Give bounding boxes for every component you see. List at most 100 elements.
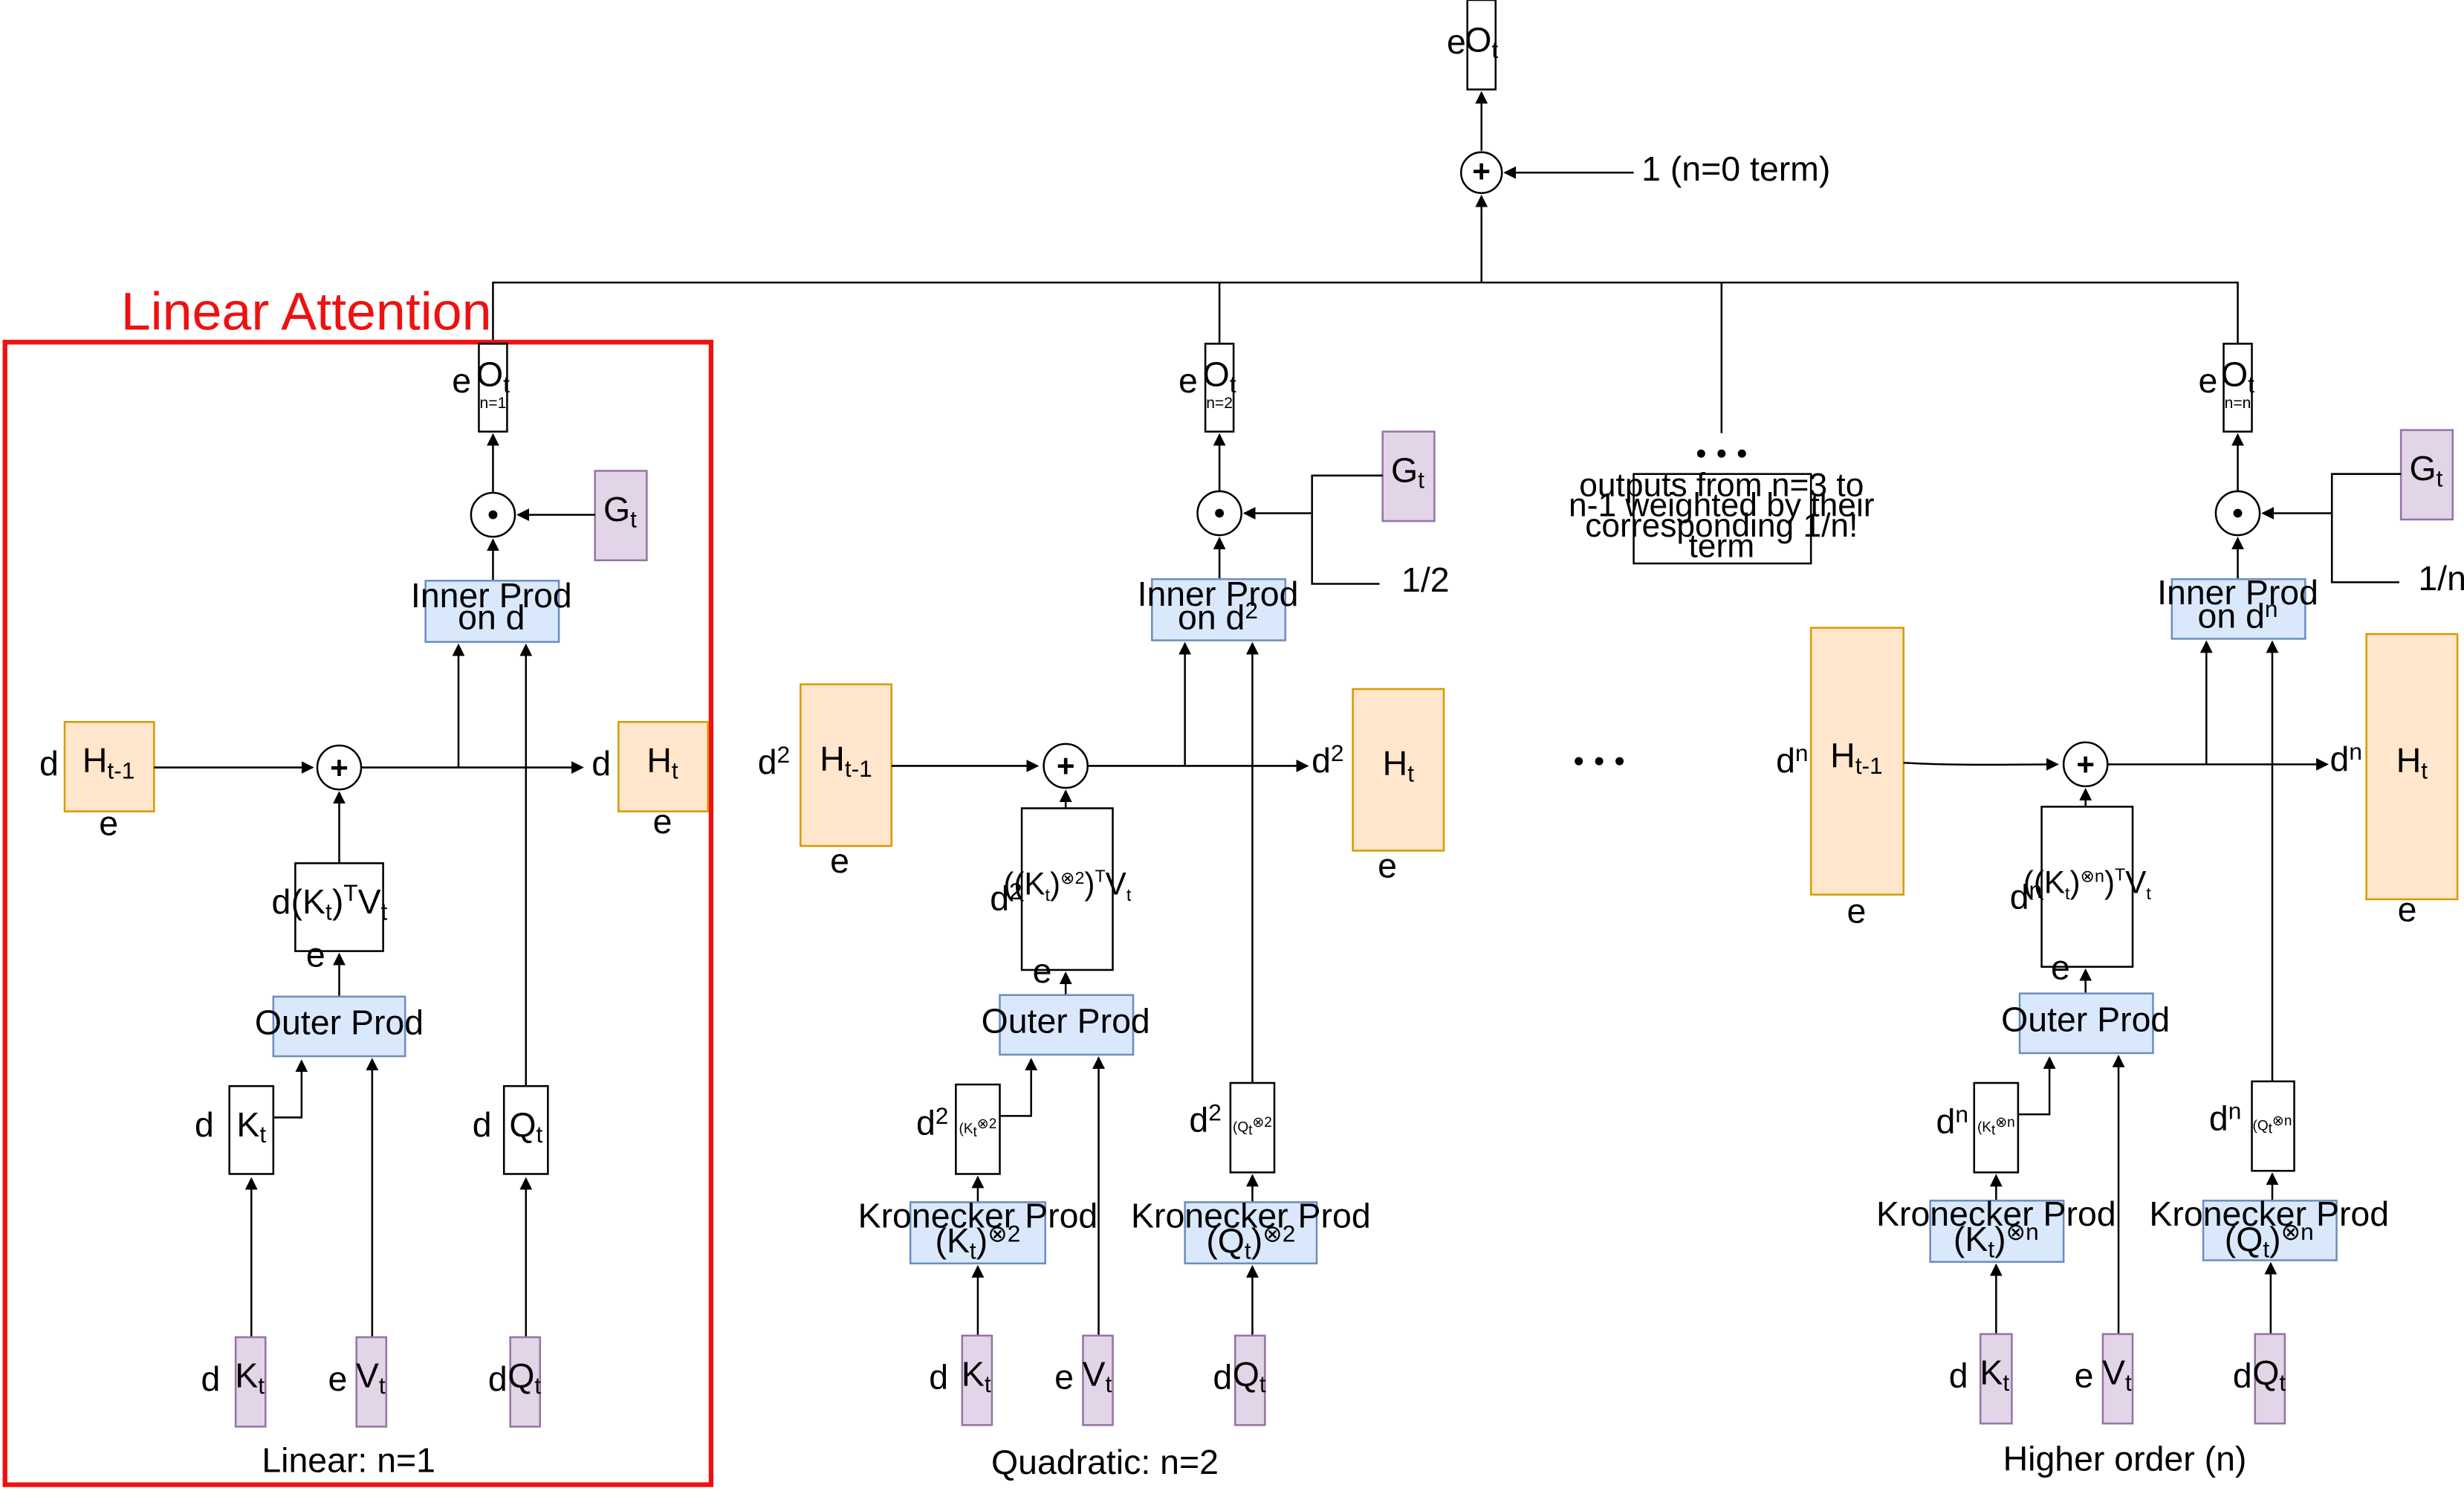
new-state-cols: e [1378,846,1397,884]
key-input-box [961,1334,993,1426]
kv-state-cols: e [1033,951,1052,990]
kv-state-box [1020,807,1114,971]
prev-state-cols: e [830,841,849,880]
final-output-label: Ot [1465,21,1498,63]
bias-term-label: 1 (n=0 term) [1641,149,1830,188]
column-caption: Linear: n=1 [262,1441,435,1480]
prev-state-rows: d [39,744,59,783]
query-feature-dim: dn [2209,1098,2241,1138]
kv-state-cols: e [2051,948,2070,987]
key-input-dim: d [201,1359,220,1398]
query-feature-dim: d2 [1189,1099,1221,1139]
inner-prod-label: Inner Prod [2157,573,2318,612]
ellipsis-note-line: term [1688,528,1754,565]
prev-state-box [1809,627,1905,896]
query-input-label: Qt [508,1356,541,1399]
key-feature-box [1973,1081,2020,1174]
kv-state-cols: e [306,936,325,974]
kv-state-label: ((Kt)⊗n)TVt [2023,864,2152,902]
gate-label: Gt [2409,449,2442,491]
prev-state-label: Ht-1 [82,741,134,783]
column-output-box [2223,343,2253,433]
column-output-dim: e [2198,361,2217,400]
query-kronecker-box [2202,1200,2338,1261]
weight-label: 1/2 [1401,560,1450,599]
plus-icon: + [1472,154,1491,189]
gate-label: Gt [603,490,637,532]
new-state-rows: dn [2330,738,2362,778]
new-state-rows: d [591,744,611,783]
inner-prod-box [424,580,560,643]
column-output-box [1204,343,1235,433]
key-feature-label: (Kt⊗2 [959,1116,997,1140]
inner-prod-label: Inner Prod [1138,575,1299,613]
value-input-dim: e [2075,1356,2094,1395]
prev-state-box [63,721,155,812]
gate-box [594,470,648,562]
outer-prod-box [2018,992,2154,1055]
query-kronecker-label: Kronecker Prod [2149,1194,2389,1233]
key-feature-box [228,1084,275,1175]
key-input-label: Kt [235,1356,265,1399]
kv-state-rows: d2 [990,878,1022,918]
column-output-box [478,343,508,433]
column-linear: Ot n=1 e Gt Inner Prod on d Ht-1 d e + H… [39,343,709,1480]
new-state-cols: e [2398,890,2417,928]
key-feature-dim: d2 [916,1102,948,1142]
prev-state-rows: d2 [758,741,790,781]
column-higher-order: Ot n=n e Gt 1/n! Inner Prod on dn Ht-1 d… [1776,343,2464,1478]
query-input-box [2254,1333,2286,1425]
inner-prod-box [1151,578,1287,641]
value-input-box [355,1336,388,1428]
key-input-label: Kt [962,1355,991,1397]
kv-state-label: ((Kt)⊗2)TVt [1003,867,1132,905]
kv-state-box [294,862,384,952]
outer-prod-box [999,994,1135,1056]
key-kronecker-arg: (Kt)⊗2 [936,1220,1021,1264]
inner-prod-space: on dn [2198,595,2278,635]
prev-state-cols: e [99,803,118,842]
query-feature-label: Qt [509,1105,542,1148]
linear-attention-title: Linear Attention [121,282,492,341]
query-feature-box [2251,1080,2295,1172]
query-input-box [509,1336,542,1428]
column-output-order: n=n [2225,395,2251,412]
new-state-cols: e [653,802,672,841]
prev-state-rows: dn [1776,740,1808,780]
new-state-label: Ht [646,741,678,783]
column-output-dim: e [1178,361,1198,400]
key-input-label: Kt [1980,1353,2009,1395]
ellipsis-note-line: corresponding 1/n! [1585,508,1858,544]
key-feature-label: (Kt⊗n [1977,1115,2015,1139]
column-output-order: n=2 [1206,395,1233,412]
query-input-label: Qt [1233,1355,1266,1397]
key-feature-dim: d [195,1105,214,1144]
key-kronecker-arg: (Kt)⊗n [1954,1218,2039,1262]
key-input-box [1979,1333,2013,1425]
kv-state-rows: dn [2010,876,2042,916]
plus-icon: + [2076,747,2095,782]
value-input-dim: e [1054,1358,1074,1397]
query-input-box [1233,1334,1266,1426]
ellipsis-note-line: outputs from n=3 to [1579,467,1864,503]
kv-state-rows: d [271,882,291,921]
value-input-box [1082,1334,1114,1426]
query-feature-box [1229,1081,1276,1174]
column-output-order: n=1 [480,395,507,412]
key-input-dim: d [929,1358,948,1397]
query-input-label: Qt [2252,1353,2286,1395]
outer-prod-label: Outer Prod [982,1001,1150,1040]
prev-state-label: Ht-1 [820,740,872,782]
query-kronecker-arg: (Qt)⊗n [2225,1218,2314,1262]
value-input-dim: e [328,1359,347,1398]
new-state-label: Ht [1383,744,1415,786]
query-feature-label: (Qt⊗n [2253,1113,2292,1137]
final-output-box [1466,0,1497,91]
plus-icon: + [1057,748,1075,783]
inner-prod-space: on d2 [1178,597,1258,637]
gate-box [2399,429,2454,521]
new-state-box [617,721,709,812]
inner-prod-box [2170,578,2306,640]
new-state-box [2365,633,2459,901]
final-output-group: Ot e + 1 (n=0 term) [492,0,2239,433]
